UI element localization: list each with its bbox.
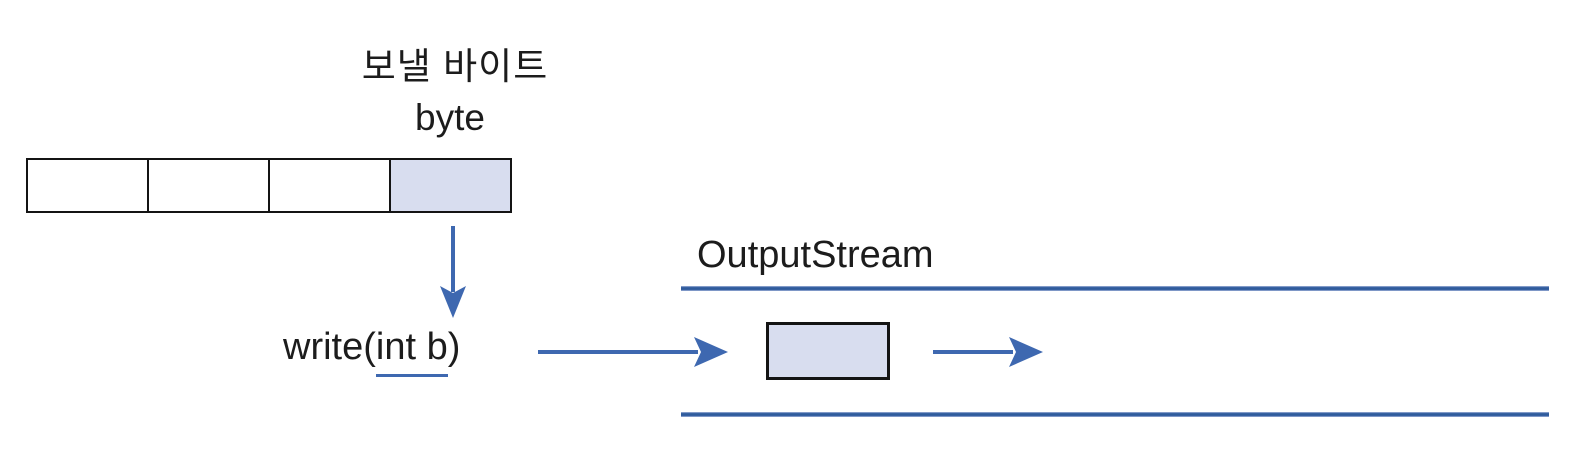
write-method-suffix: )	[447, 326, 461, 368]
array-cell	[270, 160, 391, 211]
array-cell	[149, 160, 270, 211]
byte-array	[26, 158, 512, 213]
stream-byte-box	[766, 322, 890, 380]
right-arrow-icon	[933, 337, 1043, 367]
byte-label: byte	[415, 97, 485, 138]
array-cell-highlighted	[391, 160, 510, 211]
stream-bottom-line	[681, 412, 1549, 417]
bytes-to-send-label: 보낼 바이트	[361, 46, 549, 87]
down-arrow-icon	[440, 226, 466, 318]
right-arrow-icon	[538, 337, 728, 367]
write-method-prefix: write(	[283, 326, 376, 368]
write-method-param: int b	[375, 326, 448, 377]
write-method-label: write(int b)	[283, 326, 460, 377]
stream-top-line	[681, 286, 1549, 291]
array-cell	[28, 160, 149, 211]
outputstream-title: OutputStream	[697, 234, 934, 276]
